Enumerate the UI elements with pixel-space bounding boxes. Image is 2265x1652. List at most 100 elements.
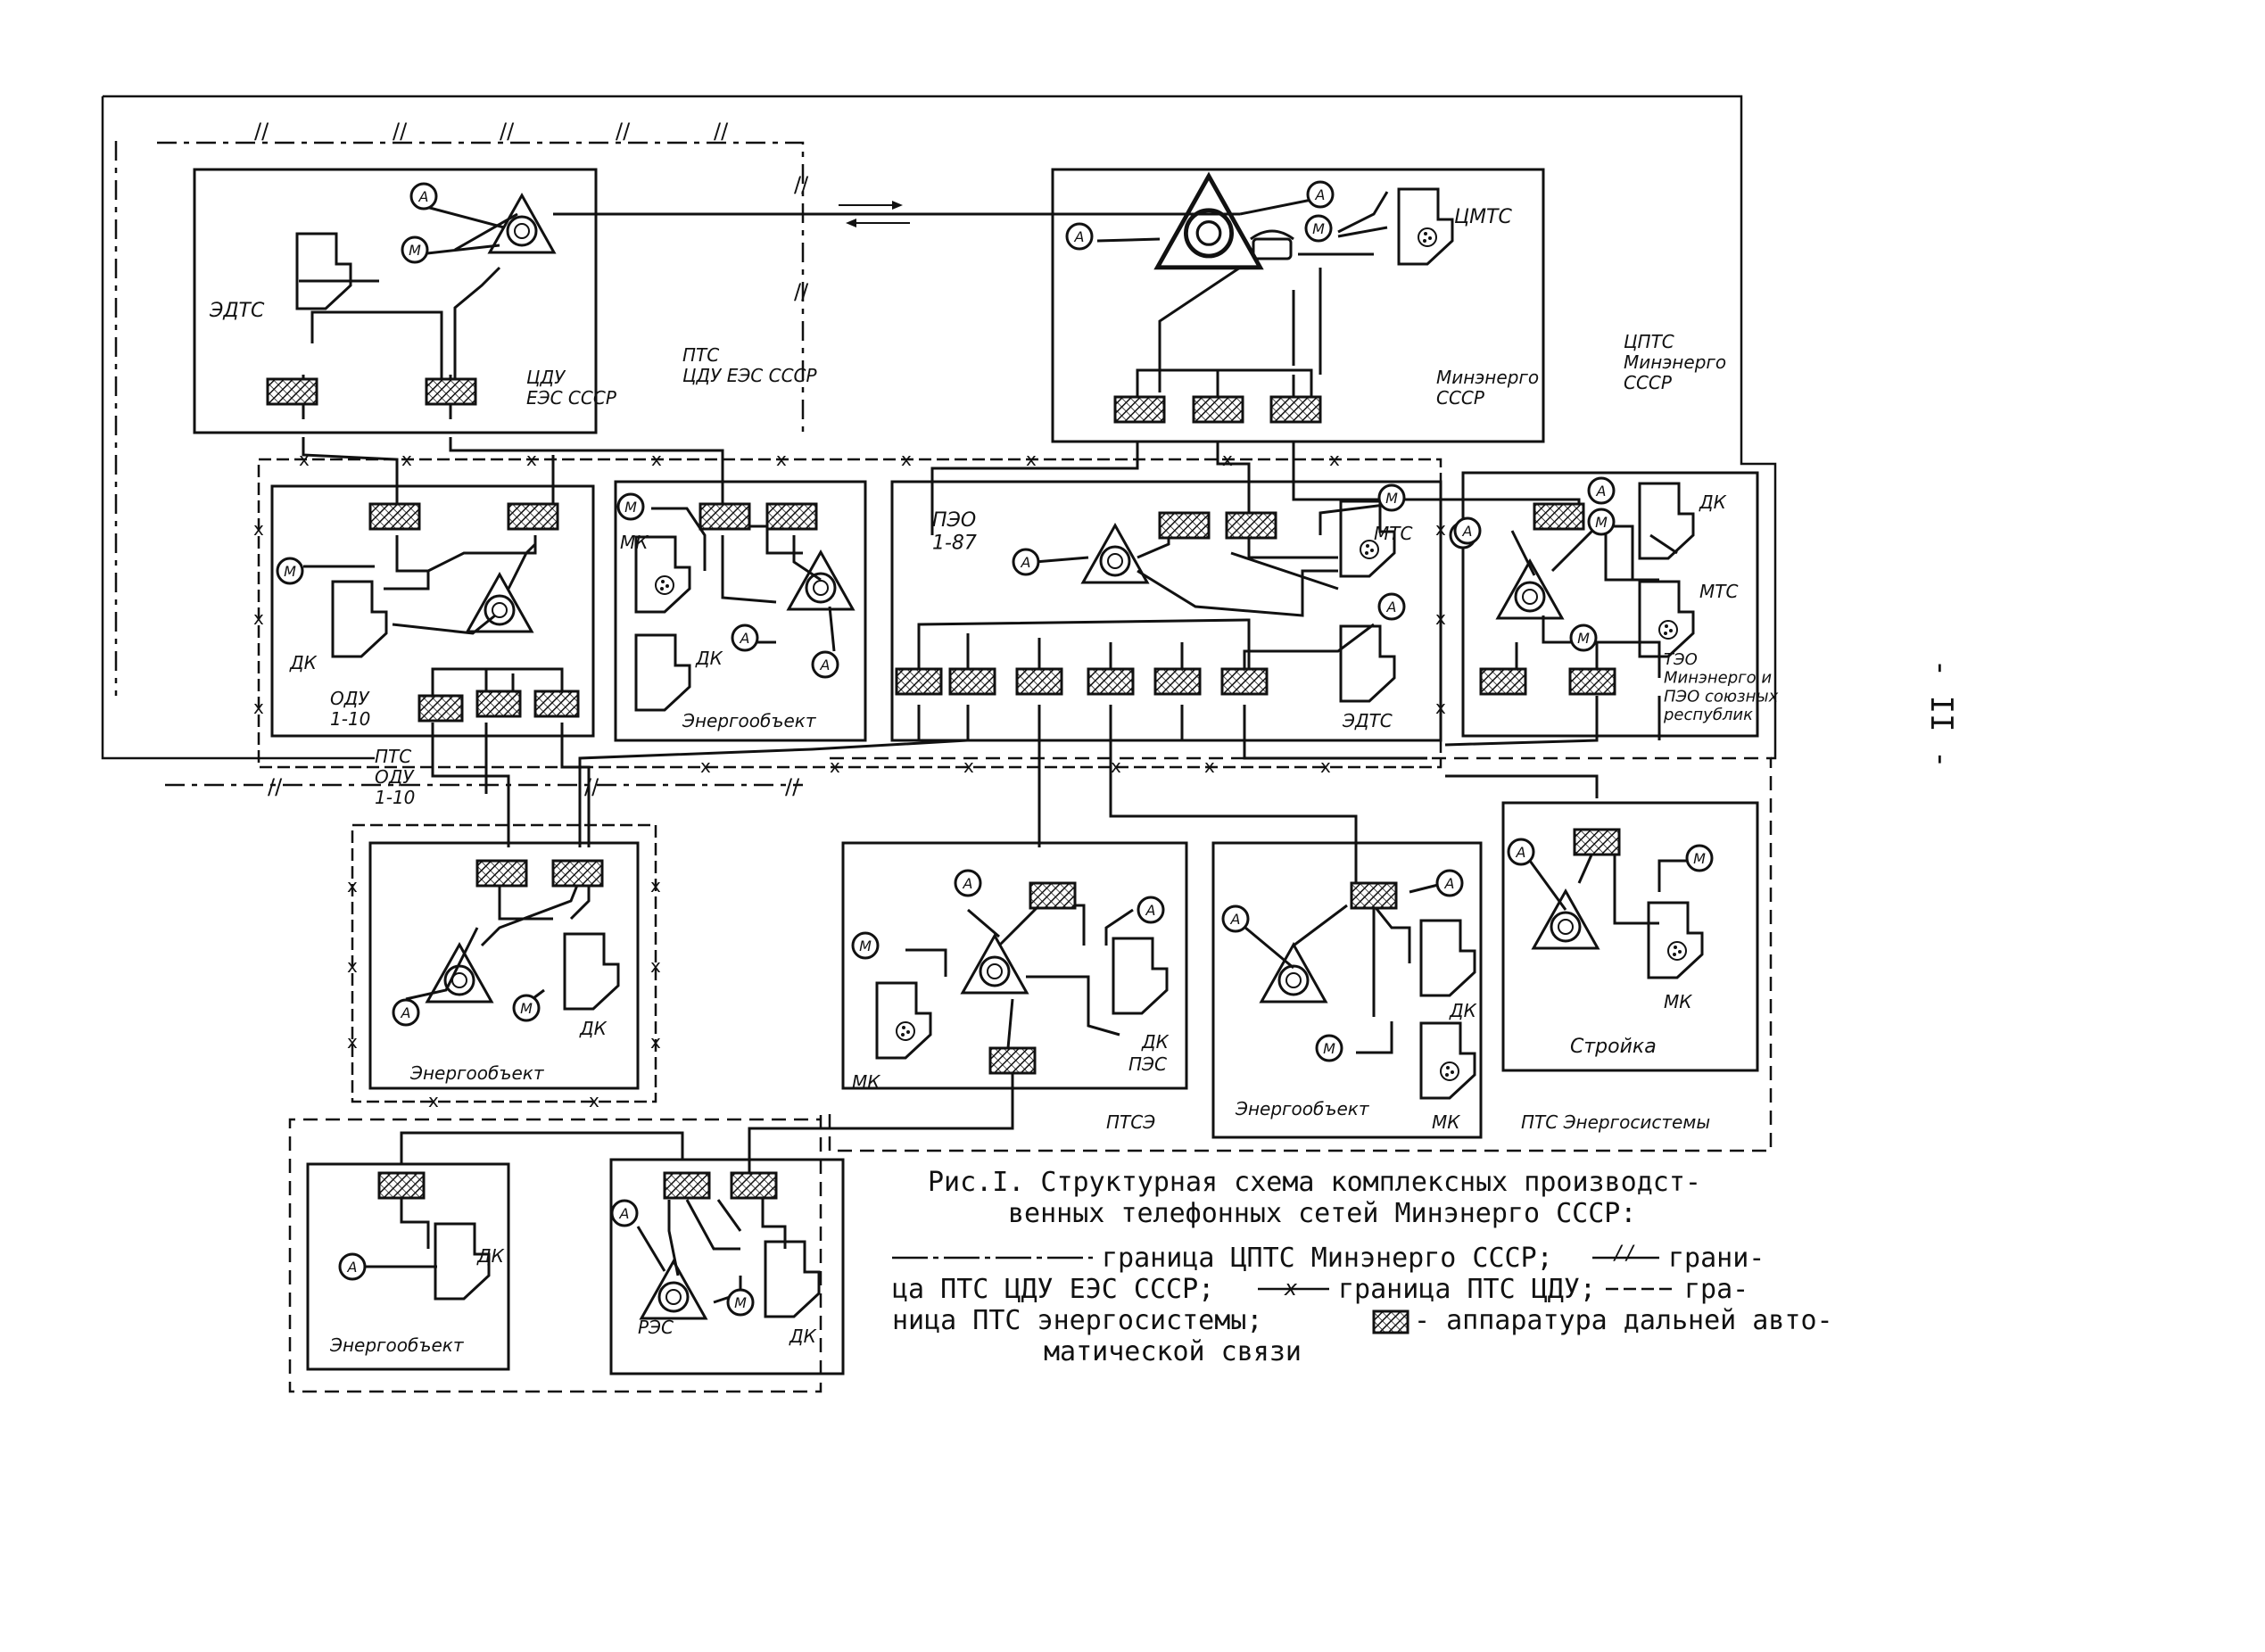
subscriber-a-icon: А [1435,869,1464,897]
box-stroika [1501,801,1759,1072]
label-energo-1: Энергообъект [682,710,817,731]
subscriber-a-icon: А [392,998,420,1027]
box-teo [1461,471,1759,738]
subscriber-a-icon: А [1507,838,1535,866]
subscriber-m-label: М [624,499,637,516]
caption-line-5b: - аппаратура дальней авто- [1414,1305,1833,1336]
subscriber-a-label: А [1074,228,1085,245]
svg-text:x: x [650,875,661,896]
box-cdu-ees [193,168,598,434]
svg-text://: // [794,279,809,304]
boundary-cpts [101,95,1777,760]
boundary-pts-energosystems [288,756,1773,1393]
subscriber-a-icon: А [731,624,759,652]
label-dk: ДК [1449,1000,1477,1021]
wires [299,191,1695,1304]
label-res: РЭС [638,1317,674,1338]
am-circles: АМААМММАААМААМАМААММААААМАМААМ [276,180,1714,1317]
subscriber-m-icon: М [276,557,304,585]
caption-line-1: Рис.I. Структурная схема комплексных про… [928,1167,1701,1198]
svg-text:x: x [299,449,310,470]
svg-text:x: x [650,1031,661,1053]
box-cmts [1051,168,1545,443]
label-edts-peo: ЭДТС [1342,710,1393,731]
box-ptse [841,841,1188,1090]
subscriber-a-label: А [418,188,429,205]
subscriber-m-icon: М [1569,624,1598,652]
svg-text://: // [794,172,809,197]
subscriber-a-icon: А [338,1252,367,1281]
label-dk: ДК [1141,1031,1170,1053]
svg-text:x: x [1435,518,1446,540]
label-ptse: ПТСЭ [1106,1111,1155,1133]
subscriber-a-icon: А [610,1199,639,1227]
subscriber-a-icon: А [811,650,839,679]
label-cmts: ЦМТС [1454,206,1513,228]
svg-text:x: x [401,449,412,470]
label-mts: МТС [1374,523,1412,544]
subscriber-a-label: А [347,1259,358,1276]
consoles [295,187,1704,1318]
subscriber-m-icon: М [1315,1034,1343,1062]
subscriber-a-icon: А [1012,548,1040,576]
svg-text://: // [254,119,269,144]
subscriber-a-label: А [963,875,973,892]
subscriber-a-icon: А [954,869,982,897]
box-peo [890,480,1442,742]
subscriber-a-icon: А [409,182,438,211]
svg-text:x: x [347,955,358,977]
svg-text:x: x [651,449,662,470]
label-dk: ДК [789,1326,817,1347]
svg-text://: // [584,774,599,799]
boxes [193,168,1759,1375]
subscriber-a-icon: А [1137,896,1165,924]
subscriber-m-icon: М [401,235,429,264]
label-mk: МК [1432,1111,1460,1133]
svg-text://: // [500,119,515,144]
subscriber-m-icon: М [1377,483,1406,512]
caption-line-3b: грани- [1668,1243,1765,1274]
caption-line-6: матической связи [1044,1336,1302,1367]
label-dk: ДК [1699,491,1727,513]
subscriber-a-label: А [1386,599,1397,615]
box-energo-3 [1211,841,1483,1139]
label-dk: ДК [289,652,318,673]
label-pts-energosystems: ПТС Энергосистемы [1521,1111,1710,1133]
subscriber-a-icon: А [1221,904,1250,933]
subscriber-a-icon: А [1587,476,1616,505]
subscriber-m-icon: М [512,994,541,1022]
svg-text:x: x [1329,449,1340,470]
label-edts-top: ЭДТС [209,300,265,322]
svg-text://: // [714,119,729,144]
svg-text:x: x [526,449,537,470]
boundary-pts-cdu-ees: // // // // // // // // // // [114,119,809,799]
subscriber-m-label: М [1577,630,1590,647]
exchanges [426,176,1600,1320]
subscriber-m-icon: М [1587,508,1616,536]
label-mk: МК [1664,991,1692,1012]
svg-text://: // [616,119,631,144]
svg-text:x: x [428,1090,439,1111]
subscriber-a-label: А [1516,844,1526,861]
svg-text:x: x [1435,697,1446,718]
svg-text:x: x [830,756,840,777]
subscriber-m-icon: М [726,1288,755,1317]
box-energo-1 [614,480,867,742]
svg-text://: // [785,774,800,799]
subscriber-m-icon: М [616,492,645,521]
subscriber-a-label: А [1145,902,1156,919]
caption-line-4c: гра- [1684,1274,1748,1305]
svg-text:x: x [589,1090,599,1111]
subscriber-a-label: А [1021,554,1031,571]
subscriber-a-icon: А [1453,516,1482,545]
label-mts: МТС [1699,581,1738,602]
subscriber-a-label: А [401,1004,411,1021]
subscriber-m-label: М [1323,1040,1335,1057]
